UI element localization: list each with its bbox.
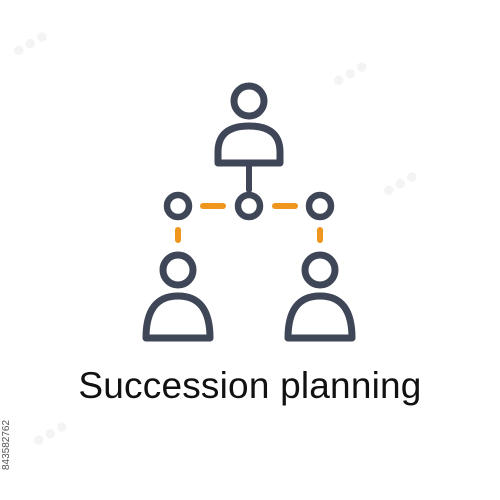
bottom-left-person-icon [142,251,214,342]
caption-title: Succession planning [78,365,422,406]
top-person-icon [214,82,284,167]
orange-dashes [175,203,323,243]
left-node-icon [163,191,193,221]
right-node-icon [305,191,335,221]
center-node-icon [234,191,264,221]
node-row [163,191,335,221]
stock-id-label: 843582762 [1,419,12,470]
bottom-right-person-icon [284,251,356,342]
